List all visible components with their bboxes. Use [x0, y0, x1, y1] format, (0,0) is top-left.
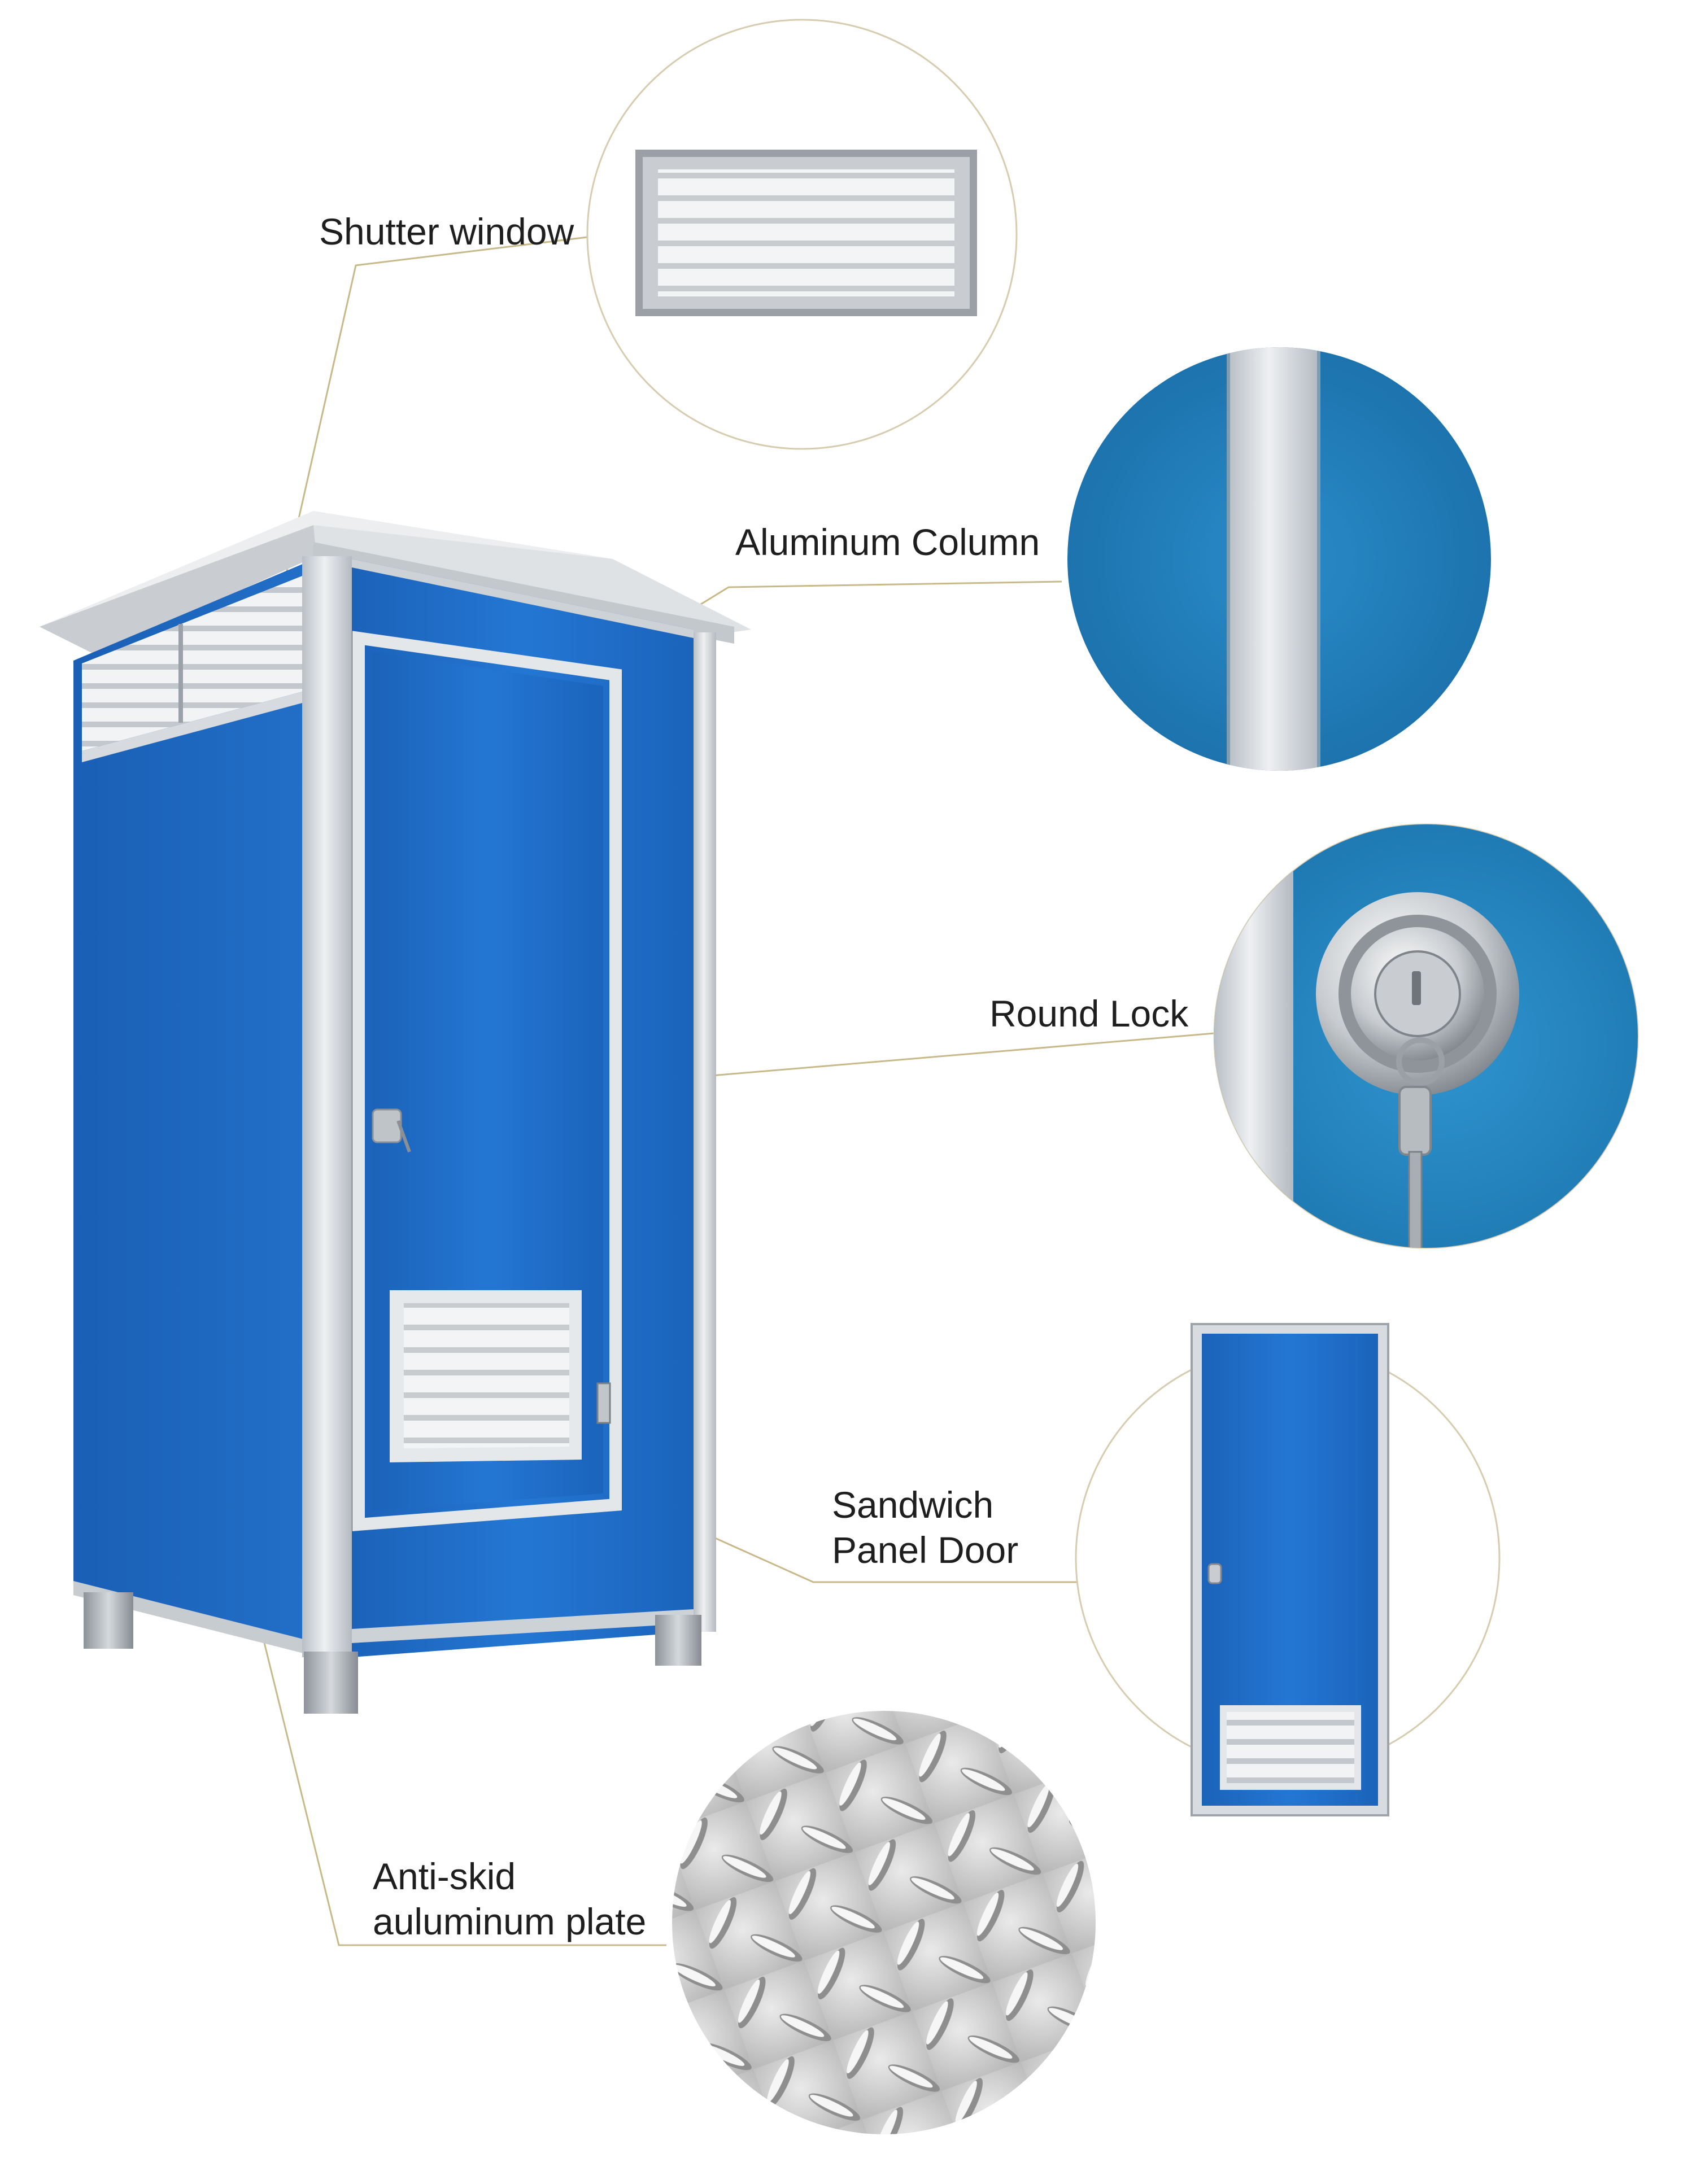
shutter-window-label: Shutter window — [319, 211, 574, 252]
sandwich-panel-door-detail — [1075, 1323, 1501, 1816]
anti-skid-plate-detail — [672, 1711, 1096, 2134]
leg — [304, 1652, 358, 1714]
aluminum-column-detail — [1067, 347, 1491, 771]
aluminum-column-label: Aluminum Column — [735, 521, 1040, 563]
round-lock-detail — [1213, 823, 1639, 1249]
leg — [84, 1592, 133, 1649]
side-wall — [73, 562, 308, 1649]
door-frame — [352, 631, 622, 1531]
toilet-cabin — [40, 511, 751, 1714]
leg — [655, 1615, 701, 1666]
side-vent — [82, 576, 302, 751]
round-lock-label: Round Lock — [989, 993, 1189, 1034]
door-lock — [372, 1108, 411, 1153]
aluminum-column — [302, 556, 352, 1657]
door-vent — [390, 1290, 582, 1462]
anti-skid-plate-label: Anti-skid auluminum plate — [373, 1855, 647, 1942]
shutter-window-detail — [586, 19, 1018, 450]
sandwich-panel-door-label: Sandwich Panel Door — [832, 1484, 1019, 1571]
callout-line-plate — [236, 1532, 666, 1946]
